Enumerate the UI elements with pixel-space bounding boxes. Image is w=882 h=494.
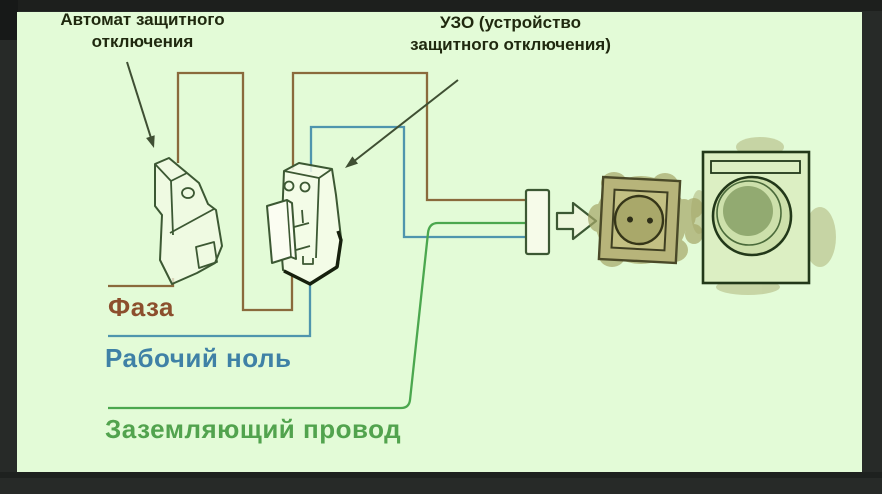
rcd-lever-edge bbox=[286, 199, 292, 258]
wires-group bbox=[108, 71, 526, 410]
breaker-front-edge bbox=[170, 180, 174, 236]
socket-blob bbox=[685, 224, 703, 244]
rcd-heavy-outline bbox=[283, 230, 343, 286]
rcd-screw-left bbox=[283, 180, 295, 192]
breaker-annotation-arrow-line bbox=[126, 61, 152, 139]
annotation-arrows bbox=[126, 61, 459, 168]
breaker-mid-edge bbox=[169, 208, 215, 234]
phase-wire-label: Фаза bbox=[108, 292, 175, 322]
rcd-annotation-arrowhead-icon bbox=[345, 156, 358, 168]
rcd-label-line1: УЗО (устройство bbox=[439, 13, 582, 32]
washer-drum bbox=[723, 186, 773, 236]
breaker-label-line2: отключения bbox=[91, 32, 194, 51]
phase-wire-stub bbox=[108, 278, 175, 288]
rcd-annotation-arrow-line bbox=[352, 79, 459, 163]
socket-blob bbox=[685, 198, 703, 218]
neutral-wire-stub bbox=[108, 280, 312, 338]
terminal-box bbox=[524, 188, 551, 256]
arrow-to-socket-icon bbox=[555, 201, 598, 241]
breaker-annotation-arrowhead-icon bbox=[146, 135, 155, 148]
frame-top-strip bbox=[0, 0, 882, 11]
socket-face bbox=[613, 194, 665, 246]
rcd-label: УЗО (устройство защитного отключения) bbox=[403, 12, 618, 56]
rcd-front-edge bbox=[315, 177, 320, 259]
socket-hole-left bbox=[627, 216, 634, 223]
socket-hole-right bbox=[646, 217, 653, 224]
frame-bottom-line bbox=[0, 472, 882, 478]
rcd-label-line2: защитного отключения) bbox=[410, 35, 611, 54]
rcd-latch-detail bbox=[293, 209, 311, 251]
phase-wire-rcd-to-terminal bbox=[291, 71, 526, 202]
breaker-screw-hole bbox=[181, 187, 195, 199]
rcd-notch-detail bbox=[302, 256, 314, 265]
neutral-wire-label: Рабочий ноль bbox=[105, 343, 292, 373]
wall-socket-sketch bbox=[588, 172, 703, 267]
washer-door-ring bbox=[716, 180, 782, 246]
frame-corner-shade bbox=[0, 0, 18, 40]
washer-top-panel bbox=[710, 160, 801, 174]
neutral-wire-rcd-to-terminal bbox=[309, 125, 526, 239]
ground-wire-label: Заземляющий провод bbox=[105, 414, 402, 444]
washing-machine-sketch bbox=[691, 137, 836, 295]
ground-wire bbox=[108, 221, 526, 410]
rcd-lever bbox=[266, 199, 297, 264]
rcd-screw-right bbox=[299, 181, 311, 193]
breaker-window bbox=[195, 241, 218, 269]
breaker-label: Автомат защитного отключения bbox=[55, 9, 230, 53]
washer-blob bbox=[804, 207, 836, 267]
rcd-sketch bbox=[266, 162, 343, 286]
circuit-breaker-sketch bbox=[154, 157, 223, 285]
phase-wire-breaker-to-rcd bbox=[176, 71, 294, 312]
breaker-label-line1: Автомат защитного bbox=[60, 10, 225, 29]
breaker-body bbox=[154, 157, 223, 285]
